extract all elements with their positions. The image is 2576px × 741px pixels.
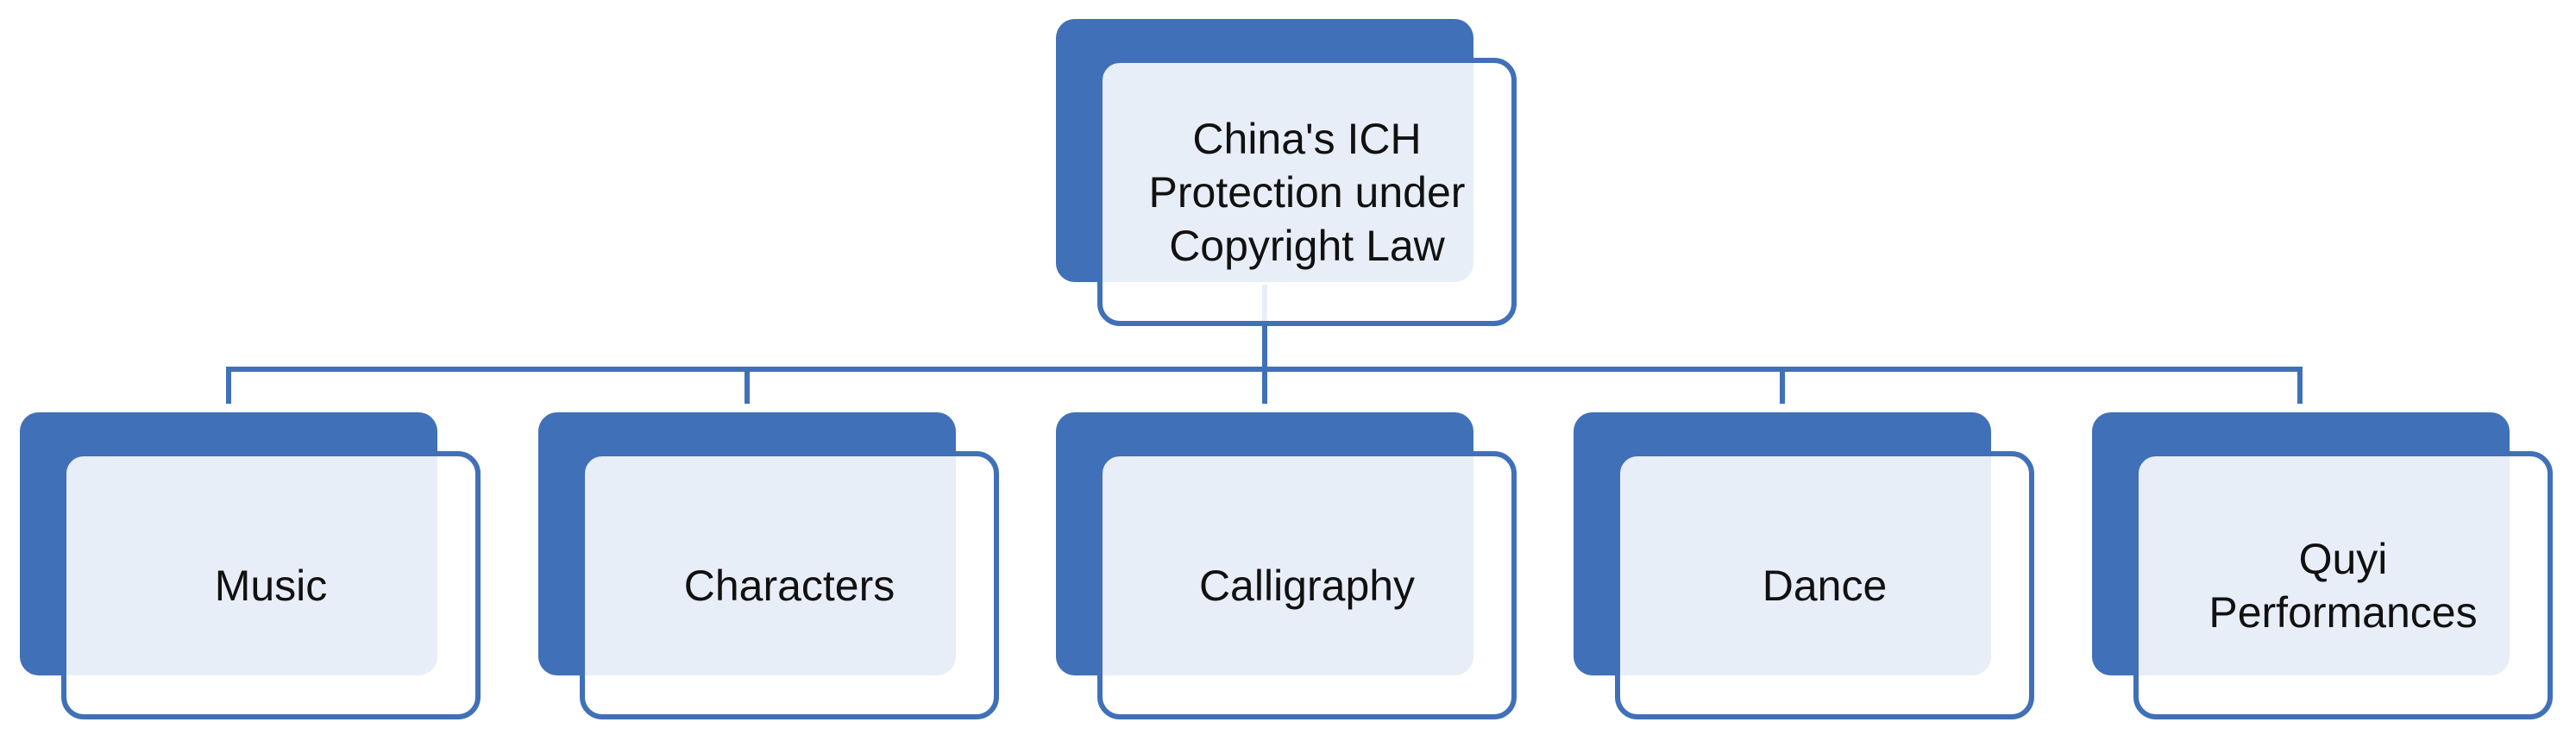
child-node-box bbox=[580, 451, 999, 719]
child-node-box bbox=[1097, 451, 1517, 719]
child-node-box bbox=[2133, 451, 2553, 719]
root-node-box bbox=[1097, 58, 1517, 326]
child-node-label-quyi-performances: Quyi Performances bbox=[2208, 534, 2478, 637]
child-node-label-dance: Dance bbox=[1762, 561, 1888, 610]
child-node-box bbox=[1615, 451, 2034, 719]
root-node-label: China's ICH Protection under Copyright L… bbox=[1148, 114, 1466, 270]
child-node-label-calligraphy: Calligraphy bbox=[1198, 561, 1416, 610]
child-node-label-music: Music bbox=[214, 561, 328, 610]
child-node-label-characters: Characters bbox=[683, 561, 895, 610]
child-node-box bbox=[61, 451, 481, 719]
